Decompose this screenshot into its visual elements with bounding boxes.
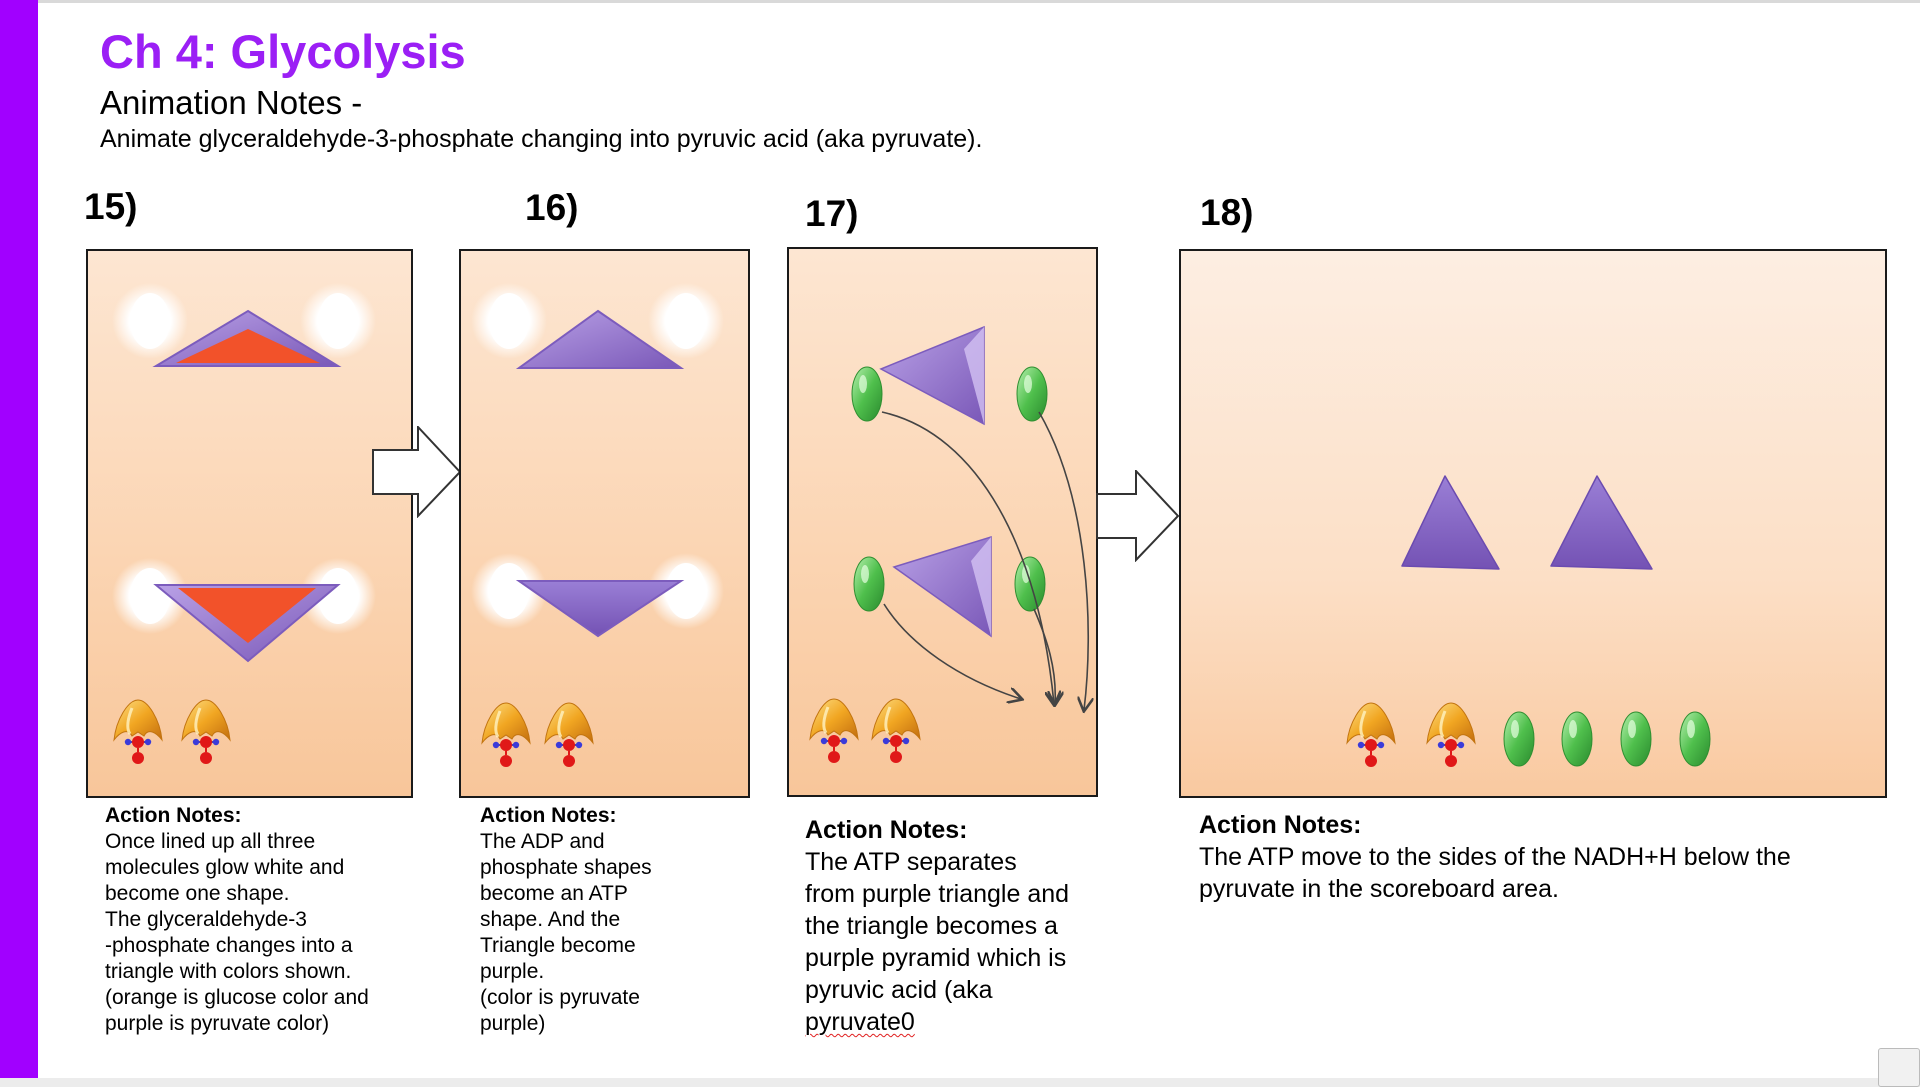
pyruvate-triangle [1401,475,1500,570]
step-16-panel [459,249,750,798]
step-17-action-notes: Action Notes: The ATP separates from pur… [805,814,1069,1038]
next-step-arrow [1096,470,1180,562]
atp-icon [112,698,164,766]
nadh-icon [1014,556,1046,612]
nadh-icon [851,366,883,422]
step-18-panel [1179,249,1887,798]
atp-icon [870,697,922,765]
notes-line: Triangle become [480,934,636,957]
pyruvate-triangle [1550,475,1653,570]
notes-line: purple. [480,960,545,983]
notes-line: The ATP separates [805,848,1017,876]
notes-line: molecules glow white and [105,856,345,879]
notes-heading: Action Notes: [805,816,968,844]
movement-arrows [881,411,1088,710]
slide-accent-bar [0,0,38,1078]
glyceraldehyde-3-phosphate-bottom [112,558,376,663]
step-15-number: 15) [84,186,138,227]
nadh-icon [853,556,885,612]
step-16-action-notes: Action Notes: The ADP and phosphate shap… [480,803,652,1037]
pyruvic-acid-pyramid-bottom [892,535,992,638]
step-17-number: 17) [805,193,859,234]
notes-line: the triangle becomes a [805,912,1058,940]
top-border [0,0,1920,3]
nadh-icon [1679,711,1711,767]
nadh-icon [1561,711,1593,767]
expand-button[interactable] [1878,1048,1920,1087]
notes-line: phosphate shapes [480,856,652,879]
notes-line: pyruvic acid (aka [805,976,993,1004]
atp-icon [808,697,860,765]
notes-line: from purple triangle and [805,880,1070,908]
notes-line: shape. And the [480,908,621,931]
notes-heading: Action Notes: [1199,811,1362,839]
notes-line: purple pyramid which is [805,944,1067,972]
nadh-icon [1016,366,1048,422]
notes-line: triangle with colors shown. [105,960,352,983]
notes-line: The glyceraldehyde-3 [105,908,307,931]
slide-description: Animate glyceraldehyde-3-phosphate chang… [100,125,983,153]
step-15-action-notes: Action Notes: Once lined up all three mo… [105,803,369,1037]
next-step-arrow [372,426,462,518]
atp-icon [1345,701,1397,769]
pyruvic-acid-pyramid-top [879,325,985,426]
atp-icon [480,701,532,769]
bottom-border [0,1078,1920,1087]
notes-line: pyruvate in the scoreboard area. [1199,875,1559,903]
notes-line: (orange is glucose color and [105,986,369,1009]
notes-line: purple is pyruvate color) [105,1012,330,1035]
notes-line-spellcheck: pyruvate0 [805,1008,915,1036]
nadh-icon [1620,711,1652,767]
pyruvate-triangle-top [471,283,724,369]
slide-subtitle: Animation Notes - [100,84,363,121]
notes-line: become an ATP [480,882,628,905]
glyceraldehyde-3-phosphate-top [112,283,376,367]
atp-icon [543,701,595,769]
atp-icon [1425,701,1477,769]
notes-line: The ADP and [480,830,605,853]
atp-icon [180,698,232,766]
slide-title: Ch 4: Glycolysis [100,25,466,78]
notes-line: become one shape. [105,882,290,905]
notes-line: -phosphate changes into a [105,934,353,957]
step-15-panel [86,249,413,798]
notes-heading: Action Notes: [105,804,242,827]
step-18-action-notes: Action Notes: The ATP move to the sides … [1199,809,1791,905]
nadh-icon [1503,711,1535,767]
notes-heading: Action Notes: [480,804,617,827]
step-18-number: 18) [1200,192,1254,233]
notes-line: Once lined up all three [105,830,316,853]
step-16-number: 16) [525,187,579,228]
notes-line: purple) [480,1012,546,1035]
notes-line: The ATP move to the sides of the NADH+H … [1199,843,1791,871]
step-17-panel [787,247,1098,797]
notes-line: (color is pyruvate [480,986,640,1009]
pyruvate-triangle-bottom [471,553,724,638]
